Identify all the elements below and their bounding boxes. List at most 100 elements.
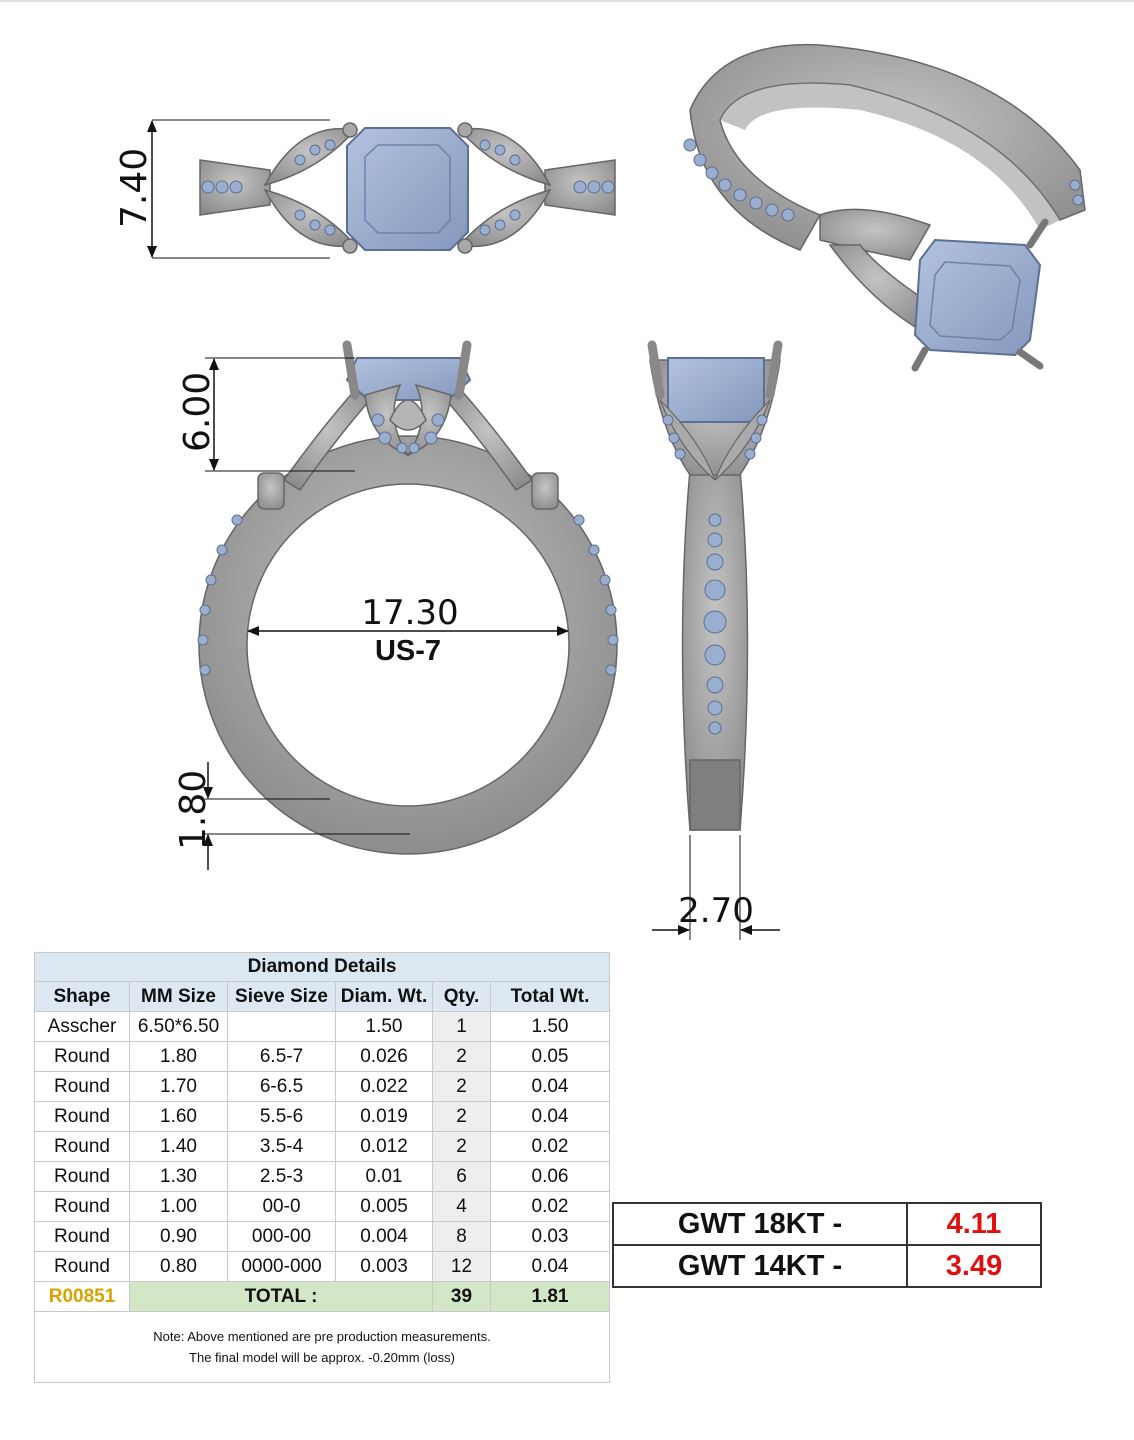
gwt-row: GWT 18KT - 4.11	[612, 1202, 1042, 1246]
cell-shape: Round	[34, 1131, 130, 1162]
dim-head-height: 6.00	[177, 372, 218, 452]
perspective-view	[683, 43, 1086, 372]
cell-total-wt: 0.04	[490, 1251, 610, 1282]
dim-shank-width: 2.70	[678, 891, 754, 931]
cell-mm-size: 1.80	[129, 1041, 228, 1072]
cell-diam-wt: 0.012	[335, 1131, 433, 1162]
cell-total-wt: 0.02	[490, 1191, 610, 1222]
cell-shape: Round	[34, 1221, 130, 1252]
header-shape: Shape	[34, 981, 130, 1012]
note: Note: Above mentioned are pre production…	[34, 1311, 610, 1383]
cell-total-wt: 0.02	[490, 1131, 610, 1162]
note-line-2: The final model will be approx. -0.20mm …	[189, 1350, 455, 1365]
cell-sieve-size: 5.5-6	[227, 1101, 336, 1132]
gwt-18kt-label: GWT 18KT -	[612, 1202, 908, 1246]
cell-mm-size: 6.50*6.50	[129, 1011, 228, 1042]
cell-diam-wt: 0.026	[335, 1041, 433, 1072]
cell-total-wt: 0.05	[490, 1041, 610, 1072]
cell-total-wt: 0.03	[490, 1221, 610, 1252]
cell-sieve-size: 3.5-4	[227, 1131, 336, 1162]
cell-diam-wt: 0.005	[335, 1191, 433, 1222]
cell-total-wt: 0.04	[490, 1071, 610, 1102]
cell-mm-size: 0.90	[129, 1221, 228, 1252]
cell-qty: 2	[432, 1041, 491, 1072]
cell-mm-size: 1.40	[129, 1131, 228, 1162]
cell-shape: Asscher	[34, 1011, 130, 1042]
cell-shape: Round	[34, 1251, 130, 1282]
table-title-row: Diamond Details	[34, 952, 610, 982]
cell-mm-size: 0.80	[129, 1251, 228, 1282]
cell-qty: 2	[432, 1131, 491, 1162]
top-view: 7.40	[114, 119, 616, 259]
cell-total-wt: 0.06	[490, 1161, 610, 1192]
header-mm-size: MM Size	[129, 981, 228, 1012]
cell-mm-size: 1.30	[129, 1161, 228, 1192]
cell-qty: 4	[432, 1191, 491, 1222]
note-line-1: Note: Above mentioned are pre production…	[153, 1329, 491, 1344]
ring-technical-drawing: 7.40	[0, 0, 1134, 940]
table-title: Diamond Details	[34, 952, 610, 982]
header-total-wt: Total Wt.	[490, 981, 610, 1012]
dim-inner-diameter: 17.30	[361, 593, 458, 633]
cell-qty: 2	[432, 1101, 491, 1132]
cell-diam-wt: 0.003	[335, 1251, 433, 1282]
header-sieve-size: Sieve Size	[227, 981, 336, 1012]
cell-sieve-size: 2.5-3	[227, 1161, 336, 1192]
gross-weight-table: GWT 18KT - 4.11 GWT 14KT - 3.49	[612, 1202, 1042, 1288]
cell-qty: 12	[432, 1251, 491, 1282]
cell-shape: Round	[34, 1101, 130, 1132]
cell-shape: Round	[34, 1161, 130, 1192]
cell-shape: Round	[34, 1071, 130, 1102]
gwt-18kt-value: 4.11	[906, 1202, 1042, 1246]
cell-qty: 2	[432, 1071, 491, 1102]
cell-diam-wt: 0.01	[335, 1161, 433, 1192]
table-header-row: Shape MM Size Sieve Size Diam. Wt. Qty. …	[34, 981, 610, 1012]
side-view: 2.70	[647, 340, 783, 940]
total-row: R00851 TOTAL : 39 1.81	[34, 1281, 610, 1312]
dim-ring-size: US-7	[375, 635, 441, 667]
cell-qty: 6	[432, 1161, 491, 1192]
gwt-row: GWT 14KT - 3.49	[612, 1244, 1042, 1288]
cell-mm-size: 1.60	[129, 1101, 228, 1132]
cell-qty: 8	[432, 1221, 491, 1252]
header-diam-wt: Diam. Wt.	[335, 981, 433, 1012]
cell-total-wt: 1.50	[490, 1011, 610, 1042]
cell-diam-wt: 1.50	[335, 1011, 433, 1042]
total-qty: 39	[432, 1281, 491, 1312]
front-view: 6.00 17.30 US-7 1.80	[173, 340, 619, 870]
diamond-details-table: Diamond Details Shape MM Size Sieve Size…	[34, 952, 610, 1383]
cell-diam-wt: 0.022	[335, 1071, 433, 1102]
note-row: Note: Above mentioned are pre production…	[34, 1311, 610, 1383]
cell-sieve-size: 00-0	[227, 1191, 336, 1222]
cell-mm-size: 1.00	[129, 1191, 228, 1222]
cell-sieve-size: 0000-000	[227, 1251, 336, 1282]
cell-diam-wt: 0.004	[335, 1221, 433, 1252]
header-qty: Qty.	[432, 981, 491, 1012]
product-code: R00851	[34, 1281, 130, 1312]
dim-shank-thickness: 1.80	[173, 770, 214, 850]
dim-top-height: 7.40	[114, 148, 155, 228]
cell-shape: Round	[34, 1191, 130, 1222]
cell-sieve-size: 6-6.5	[227, 1071, 336, 1102]
cell-mm-size: 1.70	[129, 1071, 228, 1102]
total-weight: 1.81	[490, 1281, 610, 1312]
cell-qty: 1	[432, 1011, 491, 1042]
cell-sieve-size: 6.5-7	[227, 1041, 336, 1072]
cell-sieve-size: 000-00	[227, 1221, 336, 1252]
cell-shape: Round	[34, 1041, 130, 1072]
cell-sieve-size	[227, 1011, 336, 1042]
cell-total-wt: 0.04	[490, 1101, 610, 1132]
cell-diam-wt: 0.019	[335, 1101, 433, 1132]
gwt-14kt-label: GWT 14KT -	[612, 1244, 908, 1288]
gwt-14kt-value: 3.49	[906, 1244, 1042, 1288]
total-label: TOTAL :	[129, 1281, 433, 1312]
